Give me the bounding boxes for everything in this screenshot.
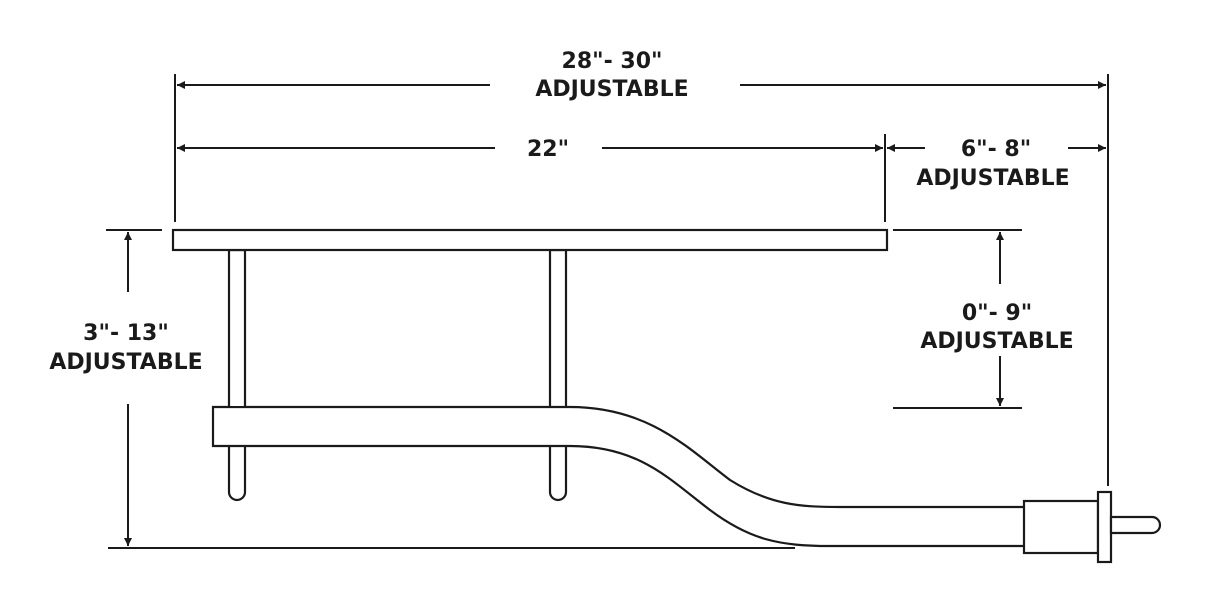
extension-note: ADJUSTABLE <box>916 166 1069 191</box>
extension-value: 6"- 8" <box>961 137 1031 162</box>
burner-tube <box>211 405 1028 548</box>
grate-length-dimension: 22" <box>177 137 883 162</box>
extension-dimension: 6"- 8" ADJUSTABLE <box>887 137 1106 191</box>
leg-right <box>548 248 568 502</box>
grate-height-note: ADJUSTABLE <box>920 329 1073 354</box>
connector-flange <box>1096 490 1113 564</box>
grate-height-dimension: 0"- 9" ADJUSTABLE <box>920 232 1074 406</box>
total-height-value: 3"- 13" <box>83 321 169 346</box>
leg-left <box>227 248 247 502</box>
grate-plate <box>171 228 889 252</box>
burner-drawing <box>171 228 1162 564</box>
connector-pin <box>1109 515 1162 535</box>
extension-lines <box>106 74 1109 549</box>
grate-height-value: 0"- 9" <box>962 301 1032 326</box>
overall-length-value: 28"- 30" <box>562 49 663 74</box>
connector-body <box>1022 499 1100 555</box>
grate-length-value: 22" <box>527 137 569 162</box>
total-height-note: ADJUSTABLE <box>49 350 202 375</box>
overall-length-note: ADJUSTABLE <box>535 77 688 102</box>
leg-left-mask <box>230 403 244 406</box>
overall-length-dimension: 28"- 30" ADJUSTABLE <box>177 49 1106 102</box>
total-height-dimension: 3"- 13" ADJUSTABLE <box>49 232 203 546</box>
